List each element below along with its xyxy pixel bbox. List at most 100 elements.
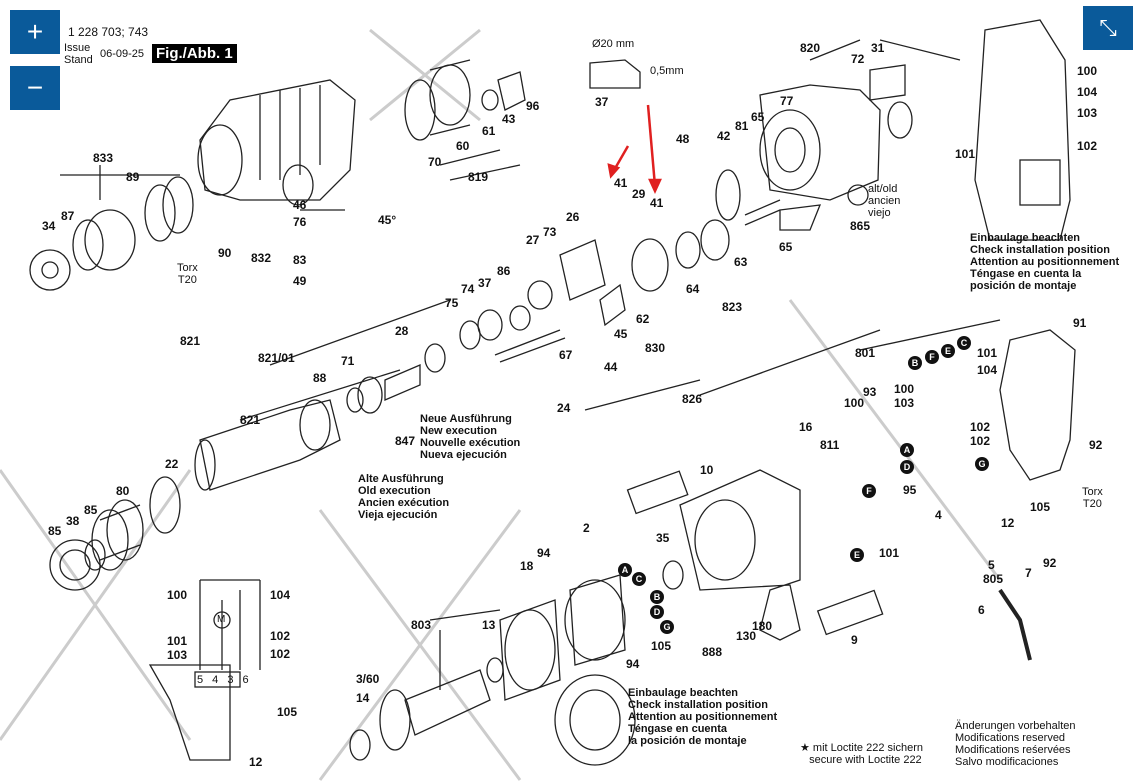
callout-89: 89 [126, 170, 140, 184]
callout-26: 26 [566, 210, 580, 224]
torx-note-right: Torx T20 [1082, 486, 1103, 510]
handle [999, 329, 1076, 481]
callout-85: 85 [84, 503, 98, 517]
callout-67: 67 [559, 348, 573, 362]
callout-41: 41 [650, 196, 664, 210]
callout-103: 103 [167, 648, 188, 662]
install-note-bottom: Einbaulage beachten Check installation p… [628, 687, 778, 747]
callout-105: 105 [277, 705, 298, 719]
connector-letter-g: G [660, 620, 674, 634]
callout-76: 76 [293, 215, 307, 229]
callout-28: 28 [395, 324, 409, 338]
dimension-diameter: Ø20 mm [592, 38, 635, 50]
figure-label: Fig./Abb. 1 [152, 44, 237, 63]
callout-865: 865 [850, 219, 871, 233]
callout-5: 5 [988, 558, 995, 572]
callout-130: 130 [736, 629, 757, 643]
callout-821-01: 821/01 [258, 351, 295, 365]
callout-96: 96 [526, 99, 540, 113]
callout-102: 102 [970, 434, 991, 448]
callout-3-60: 3/60 [356, 672, 380, 686]
callout-87: 87 [61, 209, 75, 223]
callout-60: 60 [456, 139, 470, 153]
loctite-note: ★ mit Loctite 222 sichern secure with Lo… [800, 742, 923, 766]
callout-65: 65 [751, 110, 765, 124]
callout-83: 83 [293, 253, 307, 267]
issue-label: Issue [64, 42, 91, 54]
callout-102: 102 [970, 420, 991, 434]
callout-14: 14 [356, 691, 370, 705]
callout-100: 100 [844, 396, 865, 410]
callout-102: 102 [270, 629, 291, 643]
callout-43: 43 [502, 112, 516, 126]
callout-45: 45 [614, 327, 628, 341]
callout-74: 74 [461, 282, 475, 296]
callout-830: 830 [645, 341, 666, 355]
connector-letter-a: A [900, 443, 914, 457]
zoom-in-button[interactable]: + [10, 10, 60, 54]
collapse-icon[interactable]: ⤡ [1083, 6, 1133, 50]
motor-housing [679, 469, 801, 641]
callout-90: 90 [218, 246, 232, 260]
part-number: 1 228 703; 743 [68, 25, 149, 39]
callout-821: 821 [240, 413, 261, 427]
connector-letter-f: F [862, 484, 876, 498]
callout-42: 42 [717, 129, 731, 143]
callout-847: 847 [395, 434, 416, 448]
callout-71: 71 [341, 354, 355, 368]
callout-104: 104 [977, 363, 998, 377]
callout-12: 12 [1001, 516, 1015, 530]
callout-820: 820 [800, 41, 821, 55]
connector-letter-b: B [650, 590, 664, 604]
callout-65: 65 [779, 240, 793, 254]
issue-date: 06-09-25 [100, 48, 145, 60]
callout-100: 100 [894, 382, 915, 396]
callout-81: 81 [735, 119, 749, 133]
callout-93: 93 [863, 385, 877, 399]
callout-85: 85 [48, 524, 62, 538]
modifications-note: Änderungen vorbehalten Modifications res… [955, 720, 1076, 768]
callout-13: 13 [482, 618, 496, 632]
callout-101: 101 [167, 634, 188, 648]
callout-833: 833 [93, 151, 114, 165]
callout-6: 6 [978, 603, 985, 617]
callout-44: 44 [604, 360, 618, 374]
gear-housing [199, 79, 356, 201]
callout-801: 801 [855, 346, 876, 360]
callout-101: 101 [955, 147, 976, 161]
connector-letter-d: D [900, 460, 914, 474]
callout-826: 826 [682, 392, 703, 406]
callout-819: 819 [468, 170, 489, 184]
callout-91: 91 [1073, 316, 1087, 330]
callout-105: 105 [651, 639, 672, 653]
callout-46: 46 [293, 198, 307, 212]
install-note-right: Einbaulage beachten Check installation p… [970, 232, 1120, 292]
old-execution-note: Alte Ausführung Old execution Ancien exé… [358, 473, 450, 521]
connector-letter-f: F [925, 350, 939, 364]
connector-letter-e: E [941, 344, 955, 358]
callout-24: 24 [557, 401, 571, 415]
watermark-crosses [0, 28, 1002, 781]
callout-37: 37 [478, 276, 492, 290]
connector-letter-g: G [975, 457, 989, 471]
callout-64: 64 [686, 282, 700, 296]
connector-letter-b: B [908, 356, 922, 370]
callout-61: 61 [482, 124, 496, 138]
callout-100: 100 [1077, 64, 1098, 78]
terminal-numbers: 5 4 3 6 [197, 674, 252, 686]
callout-31: 31 [871, 41, 885, 55]
callout-103: 103 [1077, 106, 1098, 120]
callout-27: 27 [526, 233, 540, 247]
callout-4: 4 [935, 508, 942, 522]
connector-letter-a: A [618, 563, 632, 577]
callout-49: 49 [293, 274, 307, 288]
tool-holder [199, 399, 341, 491]
callout-805: 805 [983, 572, 1004, 586]
callout-811: 811 [820, 438, 840, 452]
callout-2: 2 [583, 521, 590, 535]
zoom-out-button[interactable]: − [10, 66, 60, 110]
new-execution-note: Neue Ausführung New execution Nouvelle e… [420, 413, 521, 461]
callout-102: 102 [270, 647, 291, 661]
connector-letter-c: C [632, 572, 646, 586]
